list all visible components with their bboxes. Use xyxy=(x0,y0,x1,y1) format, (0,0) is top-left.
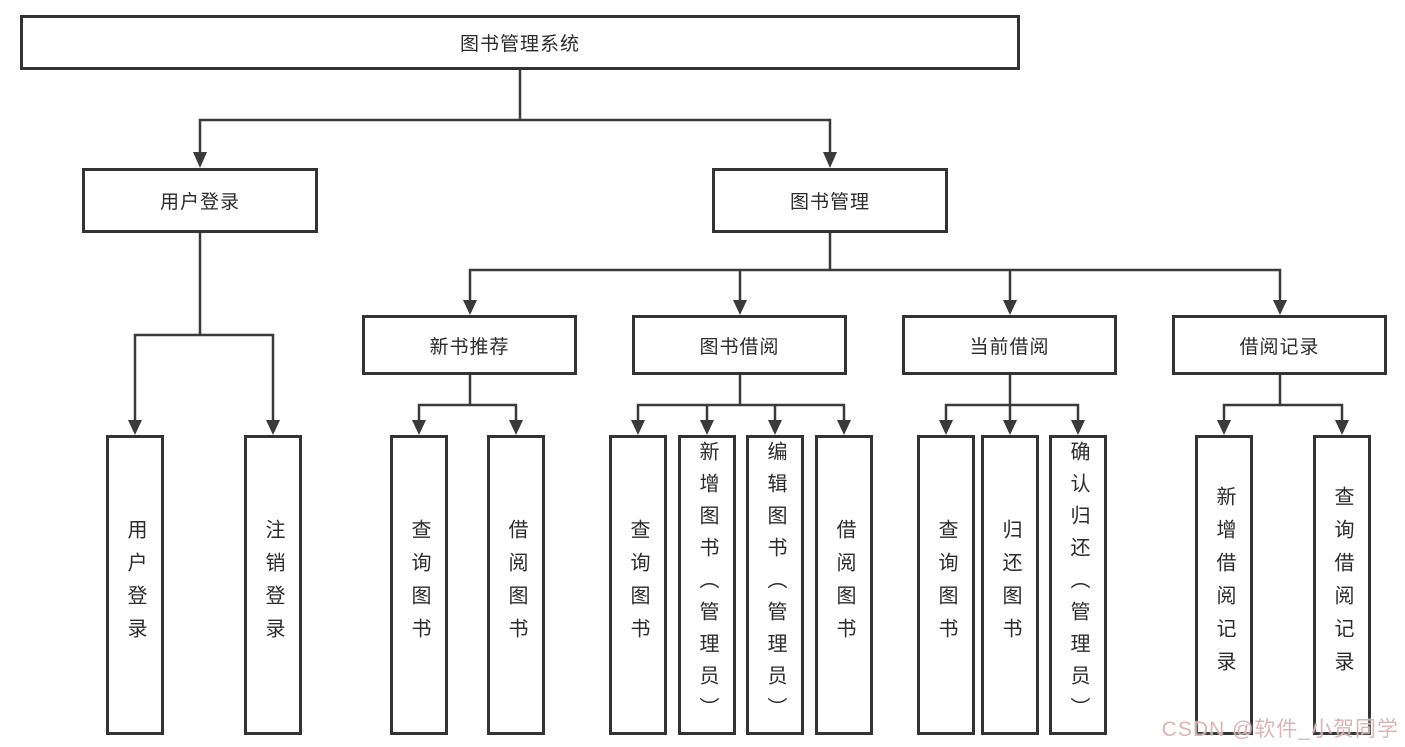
node-book-borrowing-label: 图书借阅 xyxy=(699,336,780,358)
leaf-borrow-books-borrowing: 借阅图书 xyxy=(815,435,873,735)
leaf-return-books: 归还图书 xyxy=(981,435,1039,735)
leaf-add-books-admin: 新增图书（管理员） xyxy=(678,435,736,735)
leaf-user-login-label: 用户登录 xyxy=(124,519,146,651)
leaf-query-books-current: 查询图书 xyxy=(917,435,975,735)
leaf-add-borrow-record: 新增借阅记录 xyxy=(1195,435,1253,735)
node-new-book-recommend: 新书推荐 xyxy=(362,315,577,375)
leaf-confirm-return-admin: 确认归还（管理员） xyxy=(1049,435,1107,735)
node-current-borrowing-label: 当前借阅 xyxy=(969,336,1050,358)
leaf-return-books-label: 归还图书 xyxy=(999,519,1021,651)
node-borrowing-records: 借阅记录 xyxy=(1172,315,1387,375)
leaf-add-books-admin-label: 新增图书（管理员） xyxy=(696,441,718,729)
node-root: 图书管理系统 xyxy=(20,15,1020,70)
leaf-confirm-return-admin-label: 确认归还（管理员） xyxy=(1067,441,1089,729)
leaf-query-books-borrowing-label: 查询图书 xyxy=(627,519,649,651)
node-user-login-label: 用户登录 xyxy=(159,192,240,213)
node-new-book-recommend-label: 新书推荐 xyxy=(429,336,510,358)
leaf-borrow-books-recommend: 借阅图书 xyxy=(487,435,545,735)
leaf-borrow-books-borrowing-label: 借阅图书 xyxy=(833,519,855,651)
node-current-borrowing: 当前借阅 xyxy=(902,315,1117,375)
leaf-query-books-current-label: 查询图书 xyxy=(935,519,957,651)
leaf-user-login: 用户登录 xyxy=(106,435,164,735)
leaf-query-books-recommend: 查询图书 xyxy=(390,435,448,735)
leaf-query-books-recommend-label: 查询图书 xyxy=(408,519,430,651)
leaf-add-borrow-record-label: 新增借阅记录 xyxy=(1213,486,1235,684)
leaf-logout-label: 注销登录 xyxy=(262,519,284,651)
node-user-login: 用户登录 xyxy=(82,168,318,233)
node-root-label: 图书管理系统 xyxy=(459,34,580,55)
node-book-borrowing: 图书借阅 xyxy=(632,315,847,375)
leaf-query-books-borrowing: 查询图书 xyxy=(609,435,667,735)
leaf-query-borrow-record-label: 查询借阅记录 xyxy=(1331,486,1353,684)
node-book-management: 图书管理 xyxy=(712,168,948,233)
leaf-edit-books-admin-label: 编辑图书（管理员） xyxy=(764,441,786,729)
leaf-query-borrow-record: 查询借阅记录 xyxy=(1313,435,1371,735)
leaf-logout: 注销登录 xyxy=(244,435,302,735)
leaf-edit-books-admin: 编辑图书（管理员） xyxy=(746,435,804,735)
csdn-watermark: CSDN @软件_小贺同学 xyxy=(1161,718,1399,741)
leaf-borrow-books-recommend-label: 借阅图书 xyxy=(505,519,527,651)
node-book-management-label: 图书管理 xyxy=(789,192,870,213)
node-borrowing-records-label: 借阅记录 xyxy=(1239,336,1320,358)
